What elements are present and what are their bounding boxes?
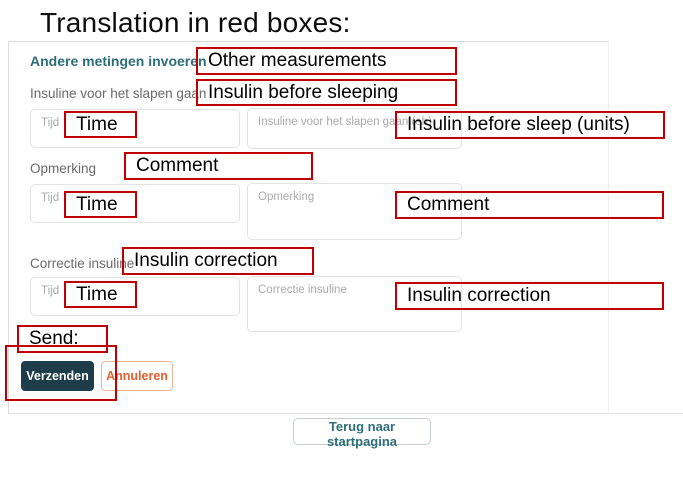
insulin-before-sleep-placeholder: Insuline voor het slapen gaan (eh) — [258, 116, 432, 128]
annotation-time-row3: Time — [64, 281, 137, 308]
slide-title: Translation in red boxes: — [40, 7, 351, 38]
annotation-comment-label: Comment — [124, 152, 313, 180]
annotation-insulin-before-sleeping: Insulin before sleeping — [196, 79, 457, 106]
annotation-insulin-correction-field: Insulin correction — [395, 282, 664, 310]
comment-textarea-placeholder: Opmerking — [258, 191, 315, 203]
annotation-comment-field: Comment — [395, 191, 664, 219]
annotation-send-outline-box — [5, 345, 117, 401]
annotation-insulin-correction-label: Insulin correction — [122, 247, 314, 275]
insulin-correction-placeholder: Correctie insuline — [258, 284, 347, 296]
time-input-sleep-placeholder: Tijd — [41, 117, 60, 129]
insulin-before-sleep-input[interactable]: Insuline voor het slapen gaan (eh) — [247, 108, 462, 149]
form-heading: Andere metingen invoeren — [30, 53, 207, 69]
submit-button[interactable]: Verzenden — [21, 361, 94, 391]
label-comment: Opmerking — [30, 161, 97, 176]
time-input-comment-placeholder: Tijd — [41, 192, 60, 204]
annotation-insulin-before-sleep-units: Insulin before sleep (units) — [395, 111, 665, 139]
time-input-correction-placeholder: Tijd — [41, 285, 60, 297]
annotation-other-measurements: Other measurements — [196, 47, 457, 75]
label-insulin-correction: Correctie insuline — [30, 256, 135, 271]
annotation-send-label: Send: — [17, 325, 108, 353]
insulin-correction-textarea[interactable]: Correctie insuline — [247, 276, 462, 332]
footer-divider — [8, 413, 683, 414]
cancel-button[interactable]: Annuleren — [101, 361, 173, 391]
annotation-time-row2: Time — [64, 191, 137, 218]
back-to-start-button[interactable]: Terug naar startpagina — [293, 418, 431, 449]
annotation-time-row1: Time — [64, 111, 137, 138]
label-insulin-before-sleeping: Insuline voor het slapen gaan — [30, 86, 207, 101]
